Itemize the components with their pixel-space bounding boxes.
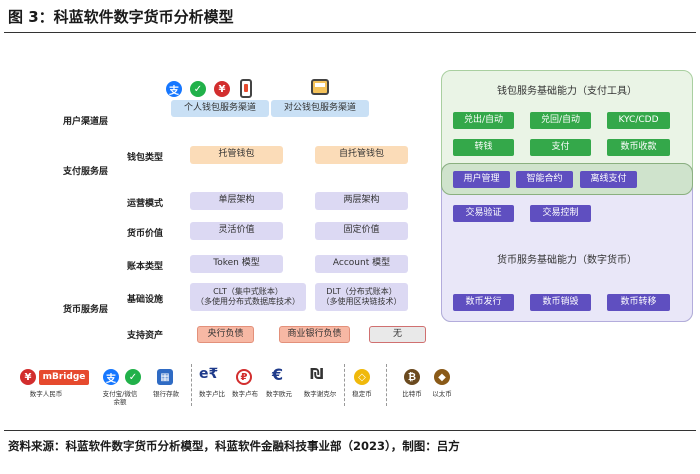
figure-title: 图 3：科蓝软件数字货币分析模型 <box>8 8 234 26</box>
caption-alipay-wechat: 支付宝/微信 余额 <box>102 390 138 406</box>
row-label-operating-mode: 运营模式 <box>127 199 164 209</box>
row-label-ledger-type: 账本类型 <box>127 262 164 272</box>
cap-dc-transfer: 数币转移 <box>607 294 670 311</box>
ecny-icon: ¥ <box>214 81 230 97</box>
custodial-wallet: 托管钱包 <box>190 146 283 164</box>
cap-transfer: 转钱 <box>453 139 514 156</box>
cap-dc-destruction: 数币销毁 <box>530 294 591 311</box>
cap-payment: 支付 <box>530 139 591 156</box>
euro-icon: € <box>272 365 284 384</box>
single-tier-architecture: 单层架构 <box>190 192 283 210</box>
separator <box>344 364 345 406</box>
two-tier-architecture: 两层架构 <box>315 192 408 210</box>
pos-terminal-icon <box>311 79 329 95</box>
flexible-value: 灵活价值 <box>190 222 283 240</box>
row-label-wallet-type: 钱包类型 <box>127 153 164 163</box>
cap-transaction-control: 交易控制 <box>530 205 591 222</box>
token-model: Token 模型 <box>190 255 283 273</box>
cap-exchange-out: 兑出/自动 <box>453 112 514 129</box>
asset-none: 无 <box>369 326 426 343</box>
account-model: Account 模型 <box>315 255 408 273</box>
caption-ecny: 数字人民币 <box>29 390 63 398</box>
separator <box>191 364 192 406</box>
figure-source: 资料来源：科蓝软件数字货币分析模型，科蓝软件金融科技事业部（2023），制图：吕… <box>8 439 460 453</box>
layer-payment-service: 支付服务层 <box>63 167 109 177</box>
cap-transaction-verification: 交易验证 <box>453 205 514 222</box>
ethereum-icon: ◆ <box>434 369 450 385</box>
title-rule <box>4 32 696 33</box>
row-label-backing-assets: 支持资产 <box>127 331 164 341</box>
wallet-panel-title: 钱包服务基础能力（支付工具） <box>497 86 637 97</box>
ruble-icon: ₽ <box>236 369 252 385</box>
bank-icon: ▦ <box>157 369 173 385</box>
caption-digital-ruble: 数字卢布 <box>232 390 258 398</box>
layer-currency-service: 货币服务层 <box>63 305 109 315</box>
fixed-value: 固定价值 <box>315 222 408 240</box>
distributed-ledger: DLT（分布式账本） （多使用区块链技术） <box>315 283 408 311</box>
cap-dc-issuance: 数币发行 <box>453 294 514 311</box>
cap-exchange-back: 兑回/自动 <box>530 112 591 129</box>
cap-offline-payment: 离线支付 <box>580 171 637 188</box>
caption-digital-euro: 数字欧元 <box>266 390 292 398</box>
layer-user-channel: 用户渠道层 <box>63 117 109 127</box>
source-rule <box>4 430 696 431</box>
personal-wallet-channel: 个人钱包服务渠道 <box>171 100 269 117</box>
stablecoin-icon: ◇ <box>354 369 370 385</box>
cap-user-management: 用户管理 <box>453 171 510 188</box>
wechat-icon: ✓ <box>190 81 206 97</box>
shekel-icon: ₪ <box>310 365 324 383</box>
separator <box>386 364 387 406</box>
caption-digital-shekel: 数字谢克尔 <box>303 390 337 398</box>
centralized-ledger: CLT（集中式账本） （多使用分布式数据库技术） <box>190 283 306 311</box>
ecny-icon: ¥ <box>20 369 36 385</box>
currency-panel-title: 货币服务基础能力（数字货币） <box>497 255 637 266</box>
phone-icon <box>240 79 252 98</box>
caption-digital-rupee: 数字卢比 <box>199 390 225 398</box>
mbridge-logo: mBridge <box>39 370 89 385</box>
wechat-icon: ✓ <box>125 369 141 385</box>
caption-bitcoin: 比特币 <box>402 390 422 398</box>
caption-bank-deposit: 银行存款 <box>153 390 179 398</box>
asset-central-bank-liability: 央行负债 <box>197 326 254 343</box>
self-custody-wallet: 自托管钱包 <box>315 146 408 164</box>
bitcoin-icon: ₿ <box>404 369 420 385</box>
row-label-infrastructure: 基础设施 <box>127 295 164 305</box>
caption-stablecoin: 稳定币 <box>352 390 372 398</box>
cap-kyc-cdd: KYC/CDD <box>607 112 670 129</box>
row-label-currency-value: 货币价值 <box>127 229 164 239</box>
cap-dc-receive: 数币收款 <box>607 139 670 156</box>
alipay-icon: 支 <box>166 81 182 97</box>
rupee-icon: e₹ <box>199 366 219 382</box>
corporate-wallet-channel: 对公钱包服务渠道 <box>271 100 369 117</box>
asset-commercial-bank-liability: 商业银行负债 <box>279 326 350 343</box>
alipay-icon: 支 <box>103 369 119 385</box>
cap-smart-contract: 智能合约 <box>516 171 573 188</box>
caption-ethereum: 以太币 <box>432 390 452 398</box>
